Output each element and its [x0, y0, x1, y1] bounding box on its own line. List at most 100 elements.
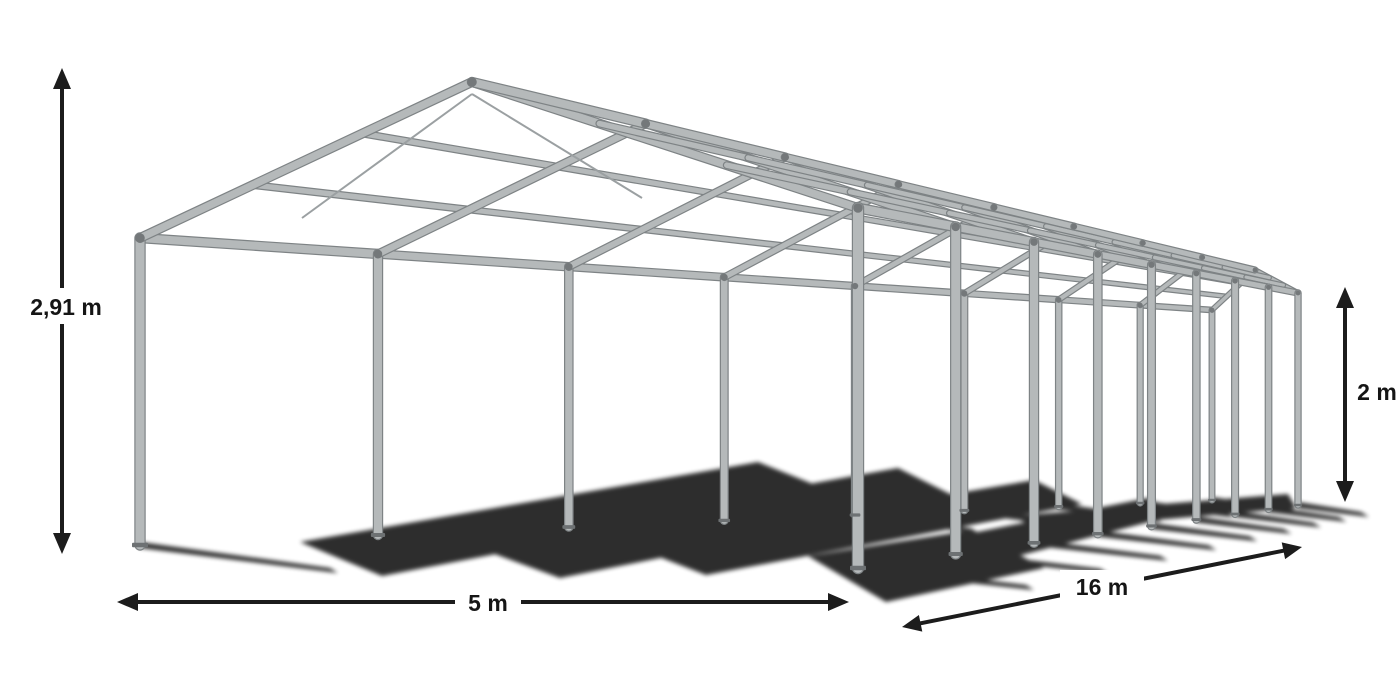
base-plate [850, 565, 866, 571]
eave-joint [564, 262, 573, 271]
right-roof-purlin [1112, 240, 1176, 258]
eave-joint [951, 222, 960, 232]
shadow-shape [808, 530, 1044, 602]
right-roof-purlin [1044, 224, 1117, 244]
ground-shadow [140, 462, 1369, 602]
right-eave-beam [1193, 270, 1238, 284]
tent-frame-illustration [132, 76, 1302, 575]
left-eave-beam [136, 234, 382, 258]
base-plate [1294, 503, 1302, 507]
apex-joint [781, 153, 790, 162]
arrow-head-up-icon [53, 68, 71, 89]
left-roof-purlin [640, 227, 786, 248]
apex-joint [1199, 254, 1206, 260]
right-eave-beam [951, 223, 1038, 246]
base-plate [1027, 540, 1041, 545]
right-roof-purlin [1244, 275, 1285, 287]
rafter [468, 78, 862, 212]
side-height-dimension: 2 m [1336, 287, 1397, 502]
left-eave-beam [961, 290, 1062, 303]
left-roof-purlin [781, 243, 905, 262]
eave-joint [135, 233, 145, 243]
ridge-beam [1140, 240, 1206, 260]
eave-joint [1209, 307, 1215, 313]
shadow-shape [470, 468, 958, 578]
apex-joint [991, 204, 998, 211]
label-background [14, 288, 118, 324]
shadow-streak [568, 524, 723, 550]
shadow-streak [140, 542, 338, 573]
shadow-streak [1034, 539, 1168, 561]
arrow-head-right-icon [828, 593, 849, 611]
right-eave-beam [1148, 261, 1200, 277]
right-eave-beam [1030, 238, 1102, 258]
eave-joint [1265, 284, 1272, 290]
shadow-streak [377, 532, 552, 560]
right-roof-purlin [962, 205, 1049, 229]
left-eave-beam [721, 274, 858, 289]
right-roof-purlin [1171, 253, 1226, 269]
shadow-streak [855, 511, 980, 534]
apex-joint [641, 119, 651, 129]
left-roof-purlin [946, 231, 1040, 251]
shadow-streak [1097, 530, 1217, 551]
left-eave-beam [565, 263, 728, 281]
right-roof-purlin [1028, 228, 1101, 248]
base-plate [370, 532, 386, 538]
width-dimension: 5 m [117, 584, 849, 620]
right-roof-purlin [1202, 266, 1248, 279]
ridge-beam [991, 204, 1077, 230]
shadow-streak [1140, 500, 1236, 518]
shadow-streak [1196, 516, 1292, 534]
base-plate [1054, 505, 1064, 508]
apex-joint [1140, 240, 1146, 246]
eave-joint [851, 282, 859, 290]
left-eave-beam [374, 250, 573, 271]
label-background [1060, 570, 1144, 604]
eave-joint [1295, 290, 1301, 296]
ridge-beam [468, 78, 650, 128]
shadow-streak [955, 551, 1109, 574]
width-label: 5 m [468, 590, 508, 616]
base-plate [1264, 507, 1273, 511]
right-roof-purlin [847, 189, 952, 216]
right-roof-purlin [865, 182, 967, 210]
shadow-streak [1298, 502, 1369, 517]
apex-joint [1071, 223, 1078, 230]
right-roof-purlin [1222, 265, 1271, 280]
base-plate [1146, 524, 1157, 528]
base-plate [132, 542, 148, 548]
base-plate [959, 508, 970, 512]
right-roof-purlin [724, 162, 854, 195]
eave-joint [961, 290, 968, 297]
right-roof-purlin [745, 155, 870, 188]
rafter [374, 120, 650, 258]
base-plate [1230, 512, 1240, 516]
eave-joint [720, 273, 728, 281]
right-roof-purlin [1096, 243, 1157, 260]
right-roof-purlin [947, 210, 1033, 233]
eave-joint [1030, 238, 1038, 246]
apex-joint [467, 77, 477, 87]
ridge-beam [781, 153, 903, 188]
ridge-beam [895, 181, 998, 211]
right-eave-beam [1266, 284, 1301, 296]
shadow-streak [1235, 511, 1322, 528]
base-plate [562, 525, 576, 529]
shadow-streak [964, 507, 1078, 528]
left-roof-purlin [466, 207, 645, 233]
ridge-beam [642, 120, 789, 161]
apex-joint [895, 180, 903, 188]
shadow-streak [724, 517, 863, 541]
gable-brace [471, 93, 643, 199]
left-eave-beam [852, 283, 968, 297]
arrow-head-down-icon [1336, 481, 1354, 502]
apex-joint [1252, 267, 1258, 273]
shadow-streak [1058, 503, 1163, 523]
base-plate [849, 513, 861, 517]
base-plate [1208, 498, 1216, 502]
right-eave-beam [1094, 251, 1155, 268]
eave-joint [1232, 278, 1238, 284]
left-roof-purlin [359, 130, 561, 170]
